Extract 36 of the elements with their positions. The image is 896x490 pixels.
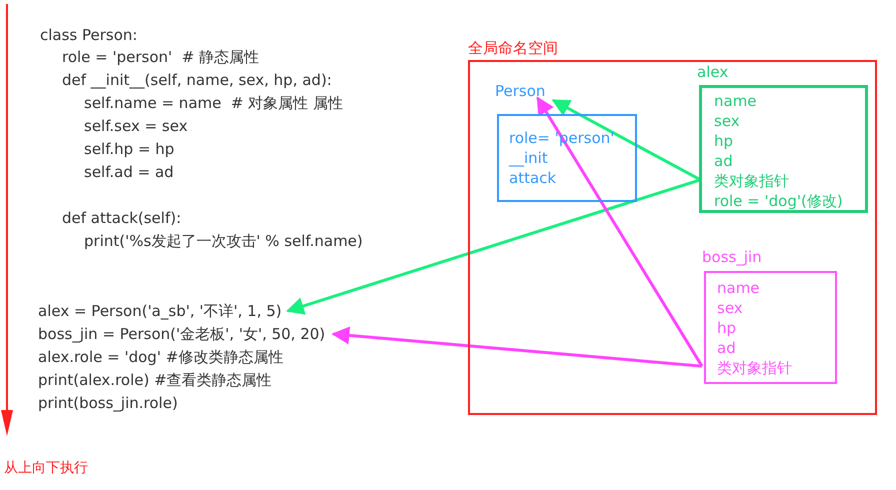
code-line: class Person:	[40, 25, 138, 46]
code-line: alex = Person('a_sb', '不详', 1, 5)	[38, 300, 282, 322]
code-line: boss_jin = Person('金老板', '女', 50, 20)	[38, 323, 326, 345]
arrow	[286, 178, 701, 315]
attribute-name: attack	[509, 168, 558, 188]
code-line: def attack(self):	[62, 208, 182, 229]
arrow	[331, 326, 702, 368]
attribute-name: sex	[717, 298, 744, 318]
code-line: self.hp = hp	[84, 139, 174, 160]
attribute-name: ad	[714, 151, 734, 171]
class-name: Person	[495, 81, 546, 101]
attribute-name: hp	[717, 318, 738, 338]
object-name: boss_jin	[702, 247, 762, 267]
namespace-title: 全局命名空间	[468, 38, 558, 58]
code-line: self.ad = ad	[84, 162, 174, 183]
arrow	[552, 99, 702, 182]
attribute-name: sex	[714, 111, 741, 131]
attribute-name: ad	[717, 338, 737, 358]
code-line: print('%s发起了一次攻击' % self.name)	[84, 231, 363, 252]
code-line: alex.role = 'dog' #修改类静态属性	[38, 347, 284, 368]
arrow	[536, 96, 704, 367]
attribute-name: 类对象指针	[714, 171, 790, 191]
object-name: alex	[697, 62, 728, 82]
code-line: self.name = name # 对象属性 属性	[84, 93, 343, 114]
attribute-name: __init	[509, 148, 549, 168]
attribute-name: name	[717, 278, 761, 298]
code-line: role = 'person' # 静态属性	[62, 47, 260, 68]
code-line: print(boss_jin.role)	[38, 393, 178, 414]
attribute-name: role = 'dog'(修改)	[714, 191, 844, 211]
code-line: self.sex = sex	[84, 116, 188, 137]
execution-note: 从上向下执行	[4, 459, 88, 478]
attribute-name: 类对象指针	[717, 358, 793, 378]
code-line: print(alex.role) #查看类静态属性	[38, 370, 272, 391]
attribute-name: hp	[714, 131, 734, 151]
code-line: def __init__(self, name, sex, hp, ad):	[62, 70, 332, 91]
attribute-name: name	[714, 91, 758, 111]
